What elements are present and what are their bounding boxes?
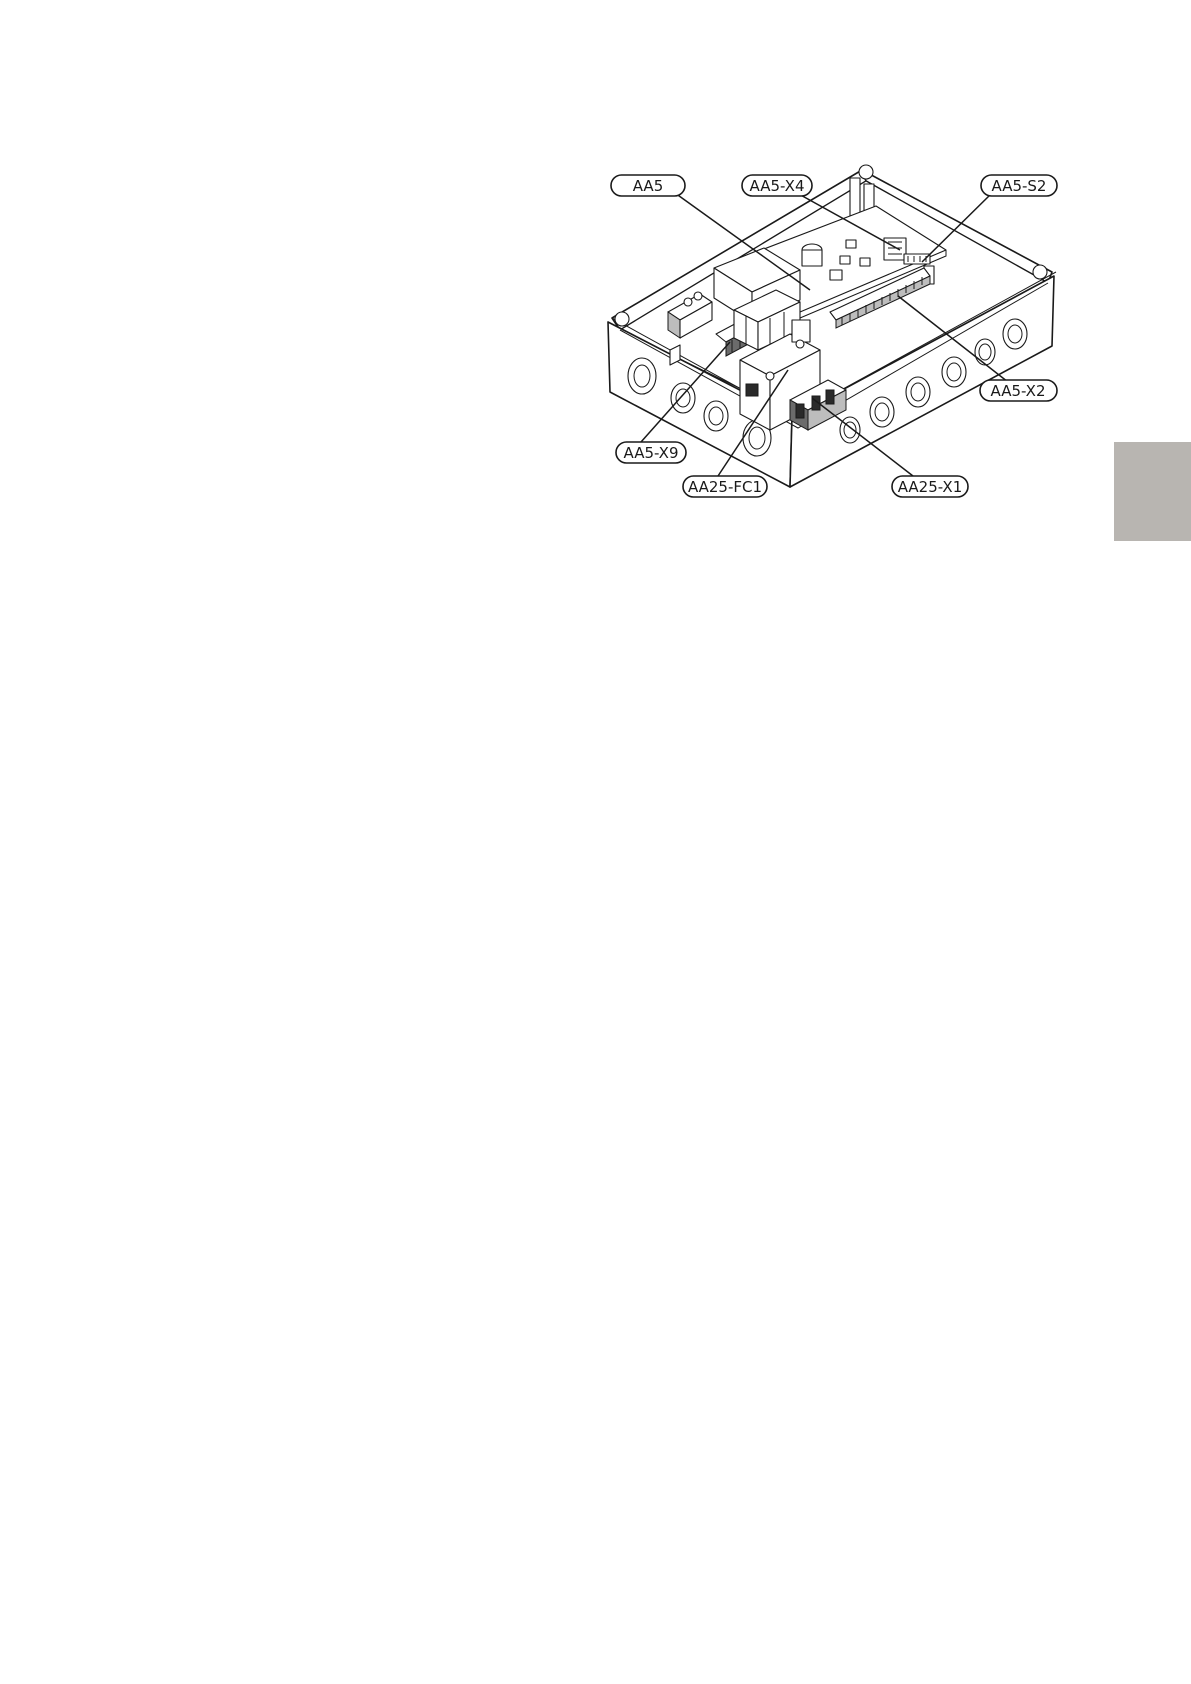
corner-screw-icon xyxy=(615,312,629,326)
corner-screw-icon xyxy=(1033,265,1047,279)
callout-aa5-label: AA5 xyxy=(633,177,663,195)
callout-aa5-x9: AA5-X9 xyxy=(616,442,686,463)
callout-aa5: AA5 xyxy=(611,175,685,196)
corner-screw-icon xyxy=(859,165,873,179)
callout-aa25-fc1: AA25-FC1 xyxy=(683,476,767,497)
callout-aa5-x9-label: AA5-X9 xyxy=(624,444,679,462)
callout-aa25-fc1-label: AA25-FC1 xyxy=(688,478,762,496)
callout-aa5-s2-label: AA5-S2 xyxy=(992,177,1047,195)
callout-aa5-x2: AA5-X2 xyxy=(980,380,1057,401)
callout-aa25-x1-label: AA25-X1 xyxy=(898,478,963,496)
callout-aa5-x2-label: AA5-X2 xyxy=(991,382,1046,400)
callout-aa25-x1: AA25-X1 xyxy=(892,476,968,497)
callout-aa5-x4-label: AA5-X4 xyxy=(750,177,805,195)
callout-aa5-s2: AA5-S2 xyxy=(981,175,1057,196)
callout-aa5-x4: AA5-X4 xyxy=(742,175,812,196)
